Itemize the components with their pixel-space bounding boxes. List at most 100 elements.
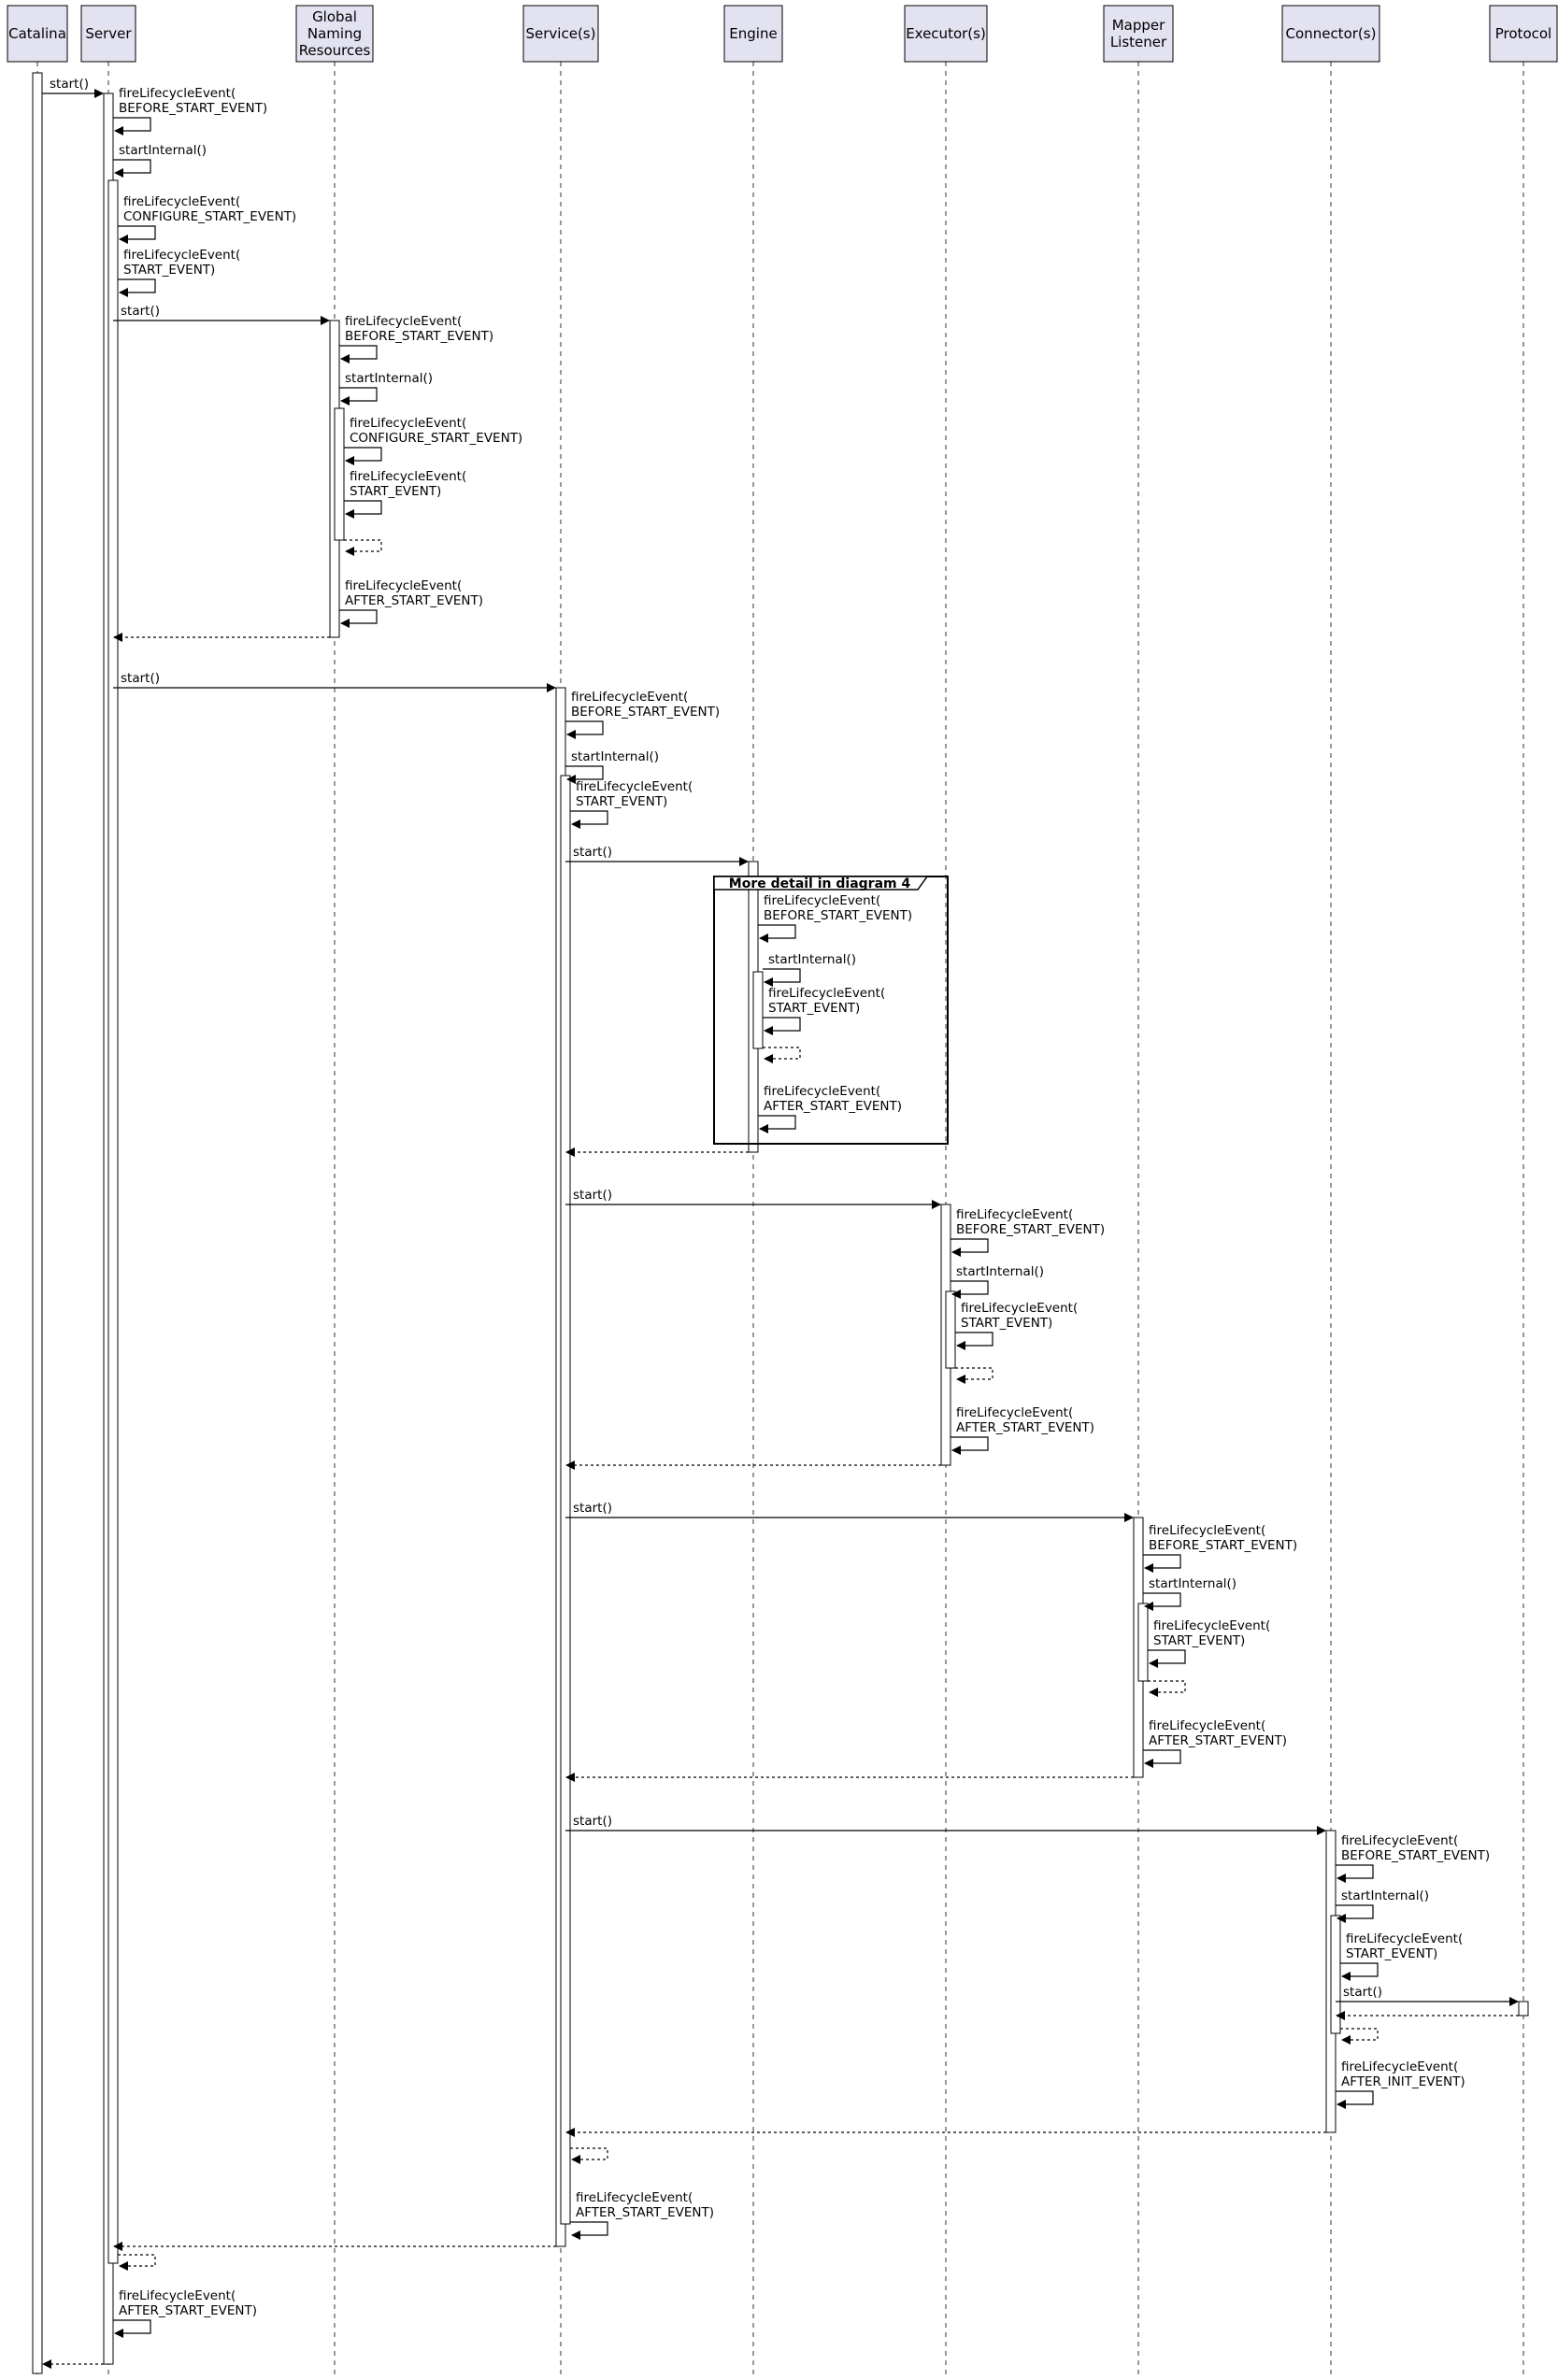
self-message bbox=[763, 1047, 801, 1063]
self-message: startInternal() bbox=[113, 143, 207, 178]
self-message: startInternal() bbox=[763, 952, 856, 987]
participant-engine: Engine bbox=[723, 5, 783, 63]
message-label: start() bbox=[573, 845, 612, 860]
call-message: start() bbox=[565, 845, 749, 866]
message-label: BEFORE_START_EVENT) bbox=[571, 705, 720, 720]
message-label: fireLifecycleEvent( bbox=[350, 416, 466, 431]
participant-label: Connector(s) bbox=[1286, 25, 1377, 42]
message-label: fireLifecycleEvent( bbox=[345, 578, 462, 593]
participant-label: Global bbox=[312, 8, 357, 25]
message-arrow bbox=[344, 447, 382, 465]
message-arrow bbox=[1340, 2028, 1379, 2045]
self-message bbox=[118, 2254, 156, 2271]
activation-bar bbox=[107, 179, 119, 2264]
participant-label: Executor(s) bbox=[906, 25, 986, 42]
self-message: startInternal() bbox=[339, 371, 433, 406]
message-arrow bbox=[1143, 1749, 1181, 1768]
self-message: startInternal() bbox=[951, 1264, 1044, 1299]
self-message: fireLifecycleEvent( AFTER_START_EVENT) bbox=[951, 1405, 1094, 1455]
self-message: fireLifecycleEvent( AFTER_START_EVENT) bbox=[1143, 1718, 1287, 1768]
message-label: fireLifecycleEvent( bbox=[1341, 1833, 1458, 1848]
lifelines bbox=[36, 62, 1524, 2375]
message-label: fireLifecycleEvent( bbox=[1346, 1931, 1463, 1946]
message-arrow bbox=[118, 278, 156, 297]
self-message: fireLifecycleEvent( BEFORE_START_EVENT) bbox=[1143, 1523, 1297, 1573]
message-label: fireLifecycleEvent( bbox=[1149, 1718, 1265, 1733]
activation-bar bbox=[32, 72, 43, 2374]
self-message: fireLifecycleEvent( START_EVENT) bbox=[955, 1301, 1078, 1350]
participant-catalina: Catalina bbox=[7, 5, 68, 63]
message-label: AFTER_START_EVENT) bbox=[1149, 1733, 1287, 1748]
message-arrow bbox=[1148, 1680, 1186, 1697]
message-arrow bbox=[1336, 2090, 1374, 2109]
self-message: fireLifecycleEvent( BEFORE_START_EVENT) bbox=[951, 1207, 1105, 1257]
participant-box bbox=[1489, 5, 1558, 63]
message-label: start() bbox=[50, 77, 89, 92]
message-label: startInternal() bbox=[768, 952, 856, 967]
message-arrow bbox=[113, 159, 151, 178]
message-arrow bbox=[570, 810, 608, 829]
participant-label: Mapper bbox=[1112, 17, 1165, 34]
message-arrow bbox=[758, 1115, 796, 1133]
message-label: fireLifecycleEvent( bbox=[119, 86, 236, 101]
self-message: fireLifecycleEvent( AFTER_START_EVENT) bbox=[339, 578, 483, 628]
activation-bar bbox=[334, 407, 345, 541]
message-label: startInternal() bbox=[956, 1264, 1044, 1279]
participant-label: Server bbox=[85, 25, 132, 42]
message-arrow bbox=[1336, 1904, 1374, 1923]
message-label: start() bbox=[121, 304, 160, 319]
activation-bar bbox=[1518, 2001, 1529, 2017]
message-label: START_EVENT) bbox=[350, 484, 441, 499]
participant-service: Service(s) bbox=[522, 5, 599, 63]
message-label: startInternal() bbox=[1149, 1576, 1236, 1591]
call-message: start() bbox=[565, 1188, 941, 1209]
message-arrow bbox=[951, 1436, 989, 1455]
self-message: fireLifecycleEvent( BEFORE_START_EVENT) bbox=[113, 86, 267, 135]
self-message: fireLifecycleEvent( AFTER_START_EVENT) bbox=[570, 2190, 714, 2240]
participant-box bbox=[904, 5, 988, 63]
message-arrow bbox=[951, 1238, 989, 1257]
participant-label: Protocol bbox=[1495, 25, 1551, 42]
message-label: start() bbox=[573, 1814, 612, 1829]
activation-bar bbox=[945, 1290, 956, 1369]
message-label: BEFORE_START_EVENT) bbox=[956, 1222, 1105, 1237]
self-message: fireLifecycleEvent( CONFIGURE_START_EVEN… bbox=[118, 194, 296, 244]
message-label: AFTER_START_EVENT) bbox=[576, 2205, 714, 2220]
self-message: fireLifecycleEvent( AFTER_START_EVENT) bbox=[758, 1084, 902, 1133]
message-label: AFTER_START_EVENT) bbox=[956, 1420, 1094, 1435]
message-label: fireLifecycleEvent( bbox=[764, 893, 880, 908]
message-label: start() bbox=[121, 671, 160, 686]
message-label: startInternal() bbox=[119, 143, 207, 158]
message-label: CONFIGURE_START_EVENT) bbox=[123, 209, 296, 224]
message-label: START_EVENT) bbox=[768, 1001, 860, 1016]
participant-label: Engine bbox=[729, 25, 777, 42]
message-arrow bbox=[339, 345, 378, 363]
group-title: More detail in diagram 4 bbox=[729, 876, 911, 891]
message-label: START_EVENT) bbox=[576, 794, 667, 809]
message-label: AFTER_START_EVENT) bbox=[764, 1099, 902, 1114]
message-arrow bbox=[763, 1017, 801, 1035]
self-message: fireLifecycleEvent( BEFORE_START_EVENT) bbox=[565, 690, 720, 739]
messages: start() fireLifecycleEvent( BEFORE_START_… bbox=[42, 77, 1519, 2369]
participant-protocol: Protocol bbox=[1489, 5, 1558, 63]
message-label: START_EVENT) bbox=[123, 263, 215, 278]
call-message: start() bbox=[42, 77, 104, 98]
call-message: start() bbox=[113, 304, 330, 325]
participant-box bbox=[7, 5, 68, 63]
self-message bbox=[570, 2147, 608, 2164]
participant-box bbox=[295, 5, 374, 63]
message-label: START_EVENT) bbox=[1153, 1633, 1245, 1648]
message-arrow bbox=[758, 924, 796, 943]
message-arrow bbox=[763, 1047, 801, 1063]
message-arrow bbox=[763, 968, 801, 987]
message-arrow bbox=[1143, 1592, 1181, 1611]
self-message: fireLifecycleEvent( CONFIGURE_START_EVEN… bbox=[344, 416, 522, 465]
self-message: fireLifecycleEvent( START_EVENT) bbox=[763, 986, 885, 1035]
self-message: fireLifecycleEvent( AFTER_START_EVENT) bbox=[113, 2288, 257, 2338]
self-message: fireLifecycleEvent( AFTER_INIT_EVENT) bbox=[1336, 2059, 1465, 2109]
activation-bars bbox=[32, 72, 1529, 2374]
message-label: fireLifecycleEvent( bbox=[123, 248, 240, 263]
message-label: fireLifecycleEvent( bbox=[956, 1405, 1073, 1420]
